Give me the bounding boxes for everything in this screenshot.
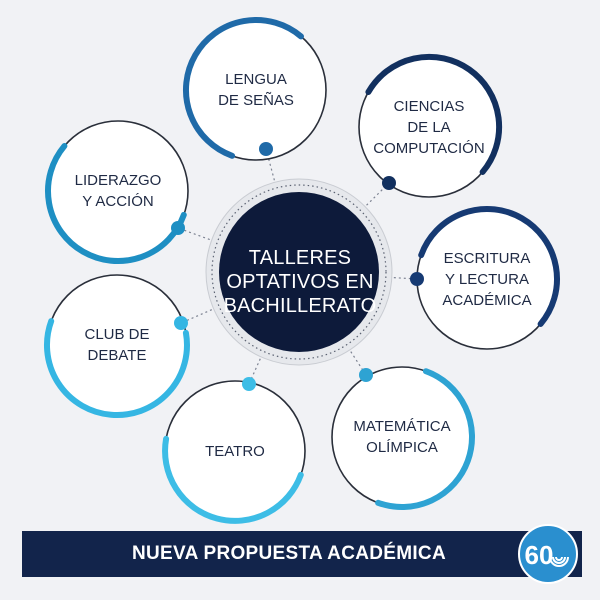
center-title: TALLERES OPTATIVOS EN BACHILLERATO [210, 232, 390, 332]
bottom-banner: NUEVA PROPUESTA ACADÉMICA [22, 531, 582, 577]
node-label-line: CIENCIAS [393, 97, 465, 115]
node-connector-dot [410, 272, 424, 286]
node-connector-dot [359, 368, 373, 382]
node-label-teatro: TEATRO [165, 411, 305, 491]
node-connector-dot [174, 316, 188, 330]
node-accent-arc [162, 435, 304, 524]
node-label-lengua-de-senas: LENGUA DE SEÑAS [186, 50, 326, 130]
node-label-line: LIDERAZGO [74, 172, 162, 189]
nodes-layer [44, 17, 560, 524]
node-label-matematica-olimpica: MATEMÁTICA OLÍMPICA [332, 397, 472, 477]
node-label-line: TEATRO [205, 442, 265, 460]
node-label-line: DE LA [407, 118, 451, 136]
node-ciencias-de-la-computacion [358, 53, 503, 198]
node-connector-dot [382, 176, 396, 190]
logo-text: 60 [525, 540, 554, 570]
node-label-escritura-y-lectura-academica: ESCRITURA Y LECTURA ACADÉMICA [417, 239, 557, 319]
node-label-line: MATEMÁTICA [353, 418, 451, 435]
node-connector-dot [242, 377, 256, 391]
node-matematica-olimpica [331, 366, 475, 510]
node-label-line: OLÍMPICA [366, 439, 438, 456]
node-connector-dot [171, 221, 185, 235]
node-accent-arc [44, 318, 190, 418]
node-accent-arc [375, 368, 475, 510]
node-label-line: Y ACCIÓN [82, 193, 154, 210]
node-escritura-y-lectura-academica [410, 206, 560, 350]
node-label-line: DE SEÑAS [218, 92, 294, 109]
node-liderazgo-y-accion [45, 120, 189, 264]
node-accent-arc [365, 53, 503, 175]
node-label-line: COMPUTACIÓN [373, 139, 485, 157]
node-teatro [162, 377, 306, 524]
node-label-liderazgo-y-accion: LIDERAZGO Y ACCIÓN [48, 151, 188, 231]
banner-title: NUEVA PROPUESTA ACADÉMICA [132, 543, 446, 564]
sixty-anniversary-logo: 60 [518, 524, 578, 584]
node-connector-dot [259, 142, 273, 156]
node-label-line: CLUB DE [84, 326, 150, 343]
center-hub [205, 178, 393, 366]
node-accent-arc [183, 17, 304, 159]
center-title-line: BACHILLERATO [223, 295, 377, 317]
center-title-line: OPTATIVOS EN [226, 271, 374, 293]
node-label-line: DEBATE [87, 347, 147, 364]
node-accent-arc [45, 143, 187, 264]
node-label-line: ACADÉMICA [442, 291, 532, 309]
node-accent-arc [418, 206, 560, 327]
node-label-club-de-debate: CLUB DE DEBATE [47, 305, 187, 385]
node-club-de-debate [44, 274, 190, 418]
node-label-line: Y LECTURA [445, 270, 529, 288]
node-label-line: LENGUA [225, 71, 287, 88]
center-title-line: TALLERES [248, 247, 352, 269]
node-lengua-de-senas [183, 17, 327, 161]
node-label-line: ESCRITURA [443, 249, 531, 267]
node-label-ciencias-de-la-computacion: CIENCIAS DE LA COMPUTACIÓN [359, 87, 499, 167]
